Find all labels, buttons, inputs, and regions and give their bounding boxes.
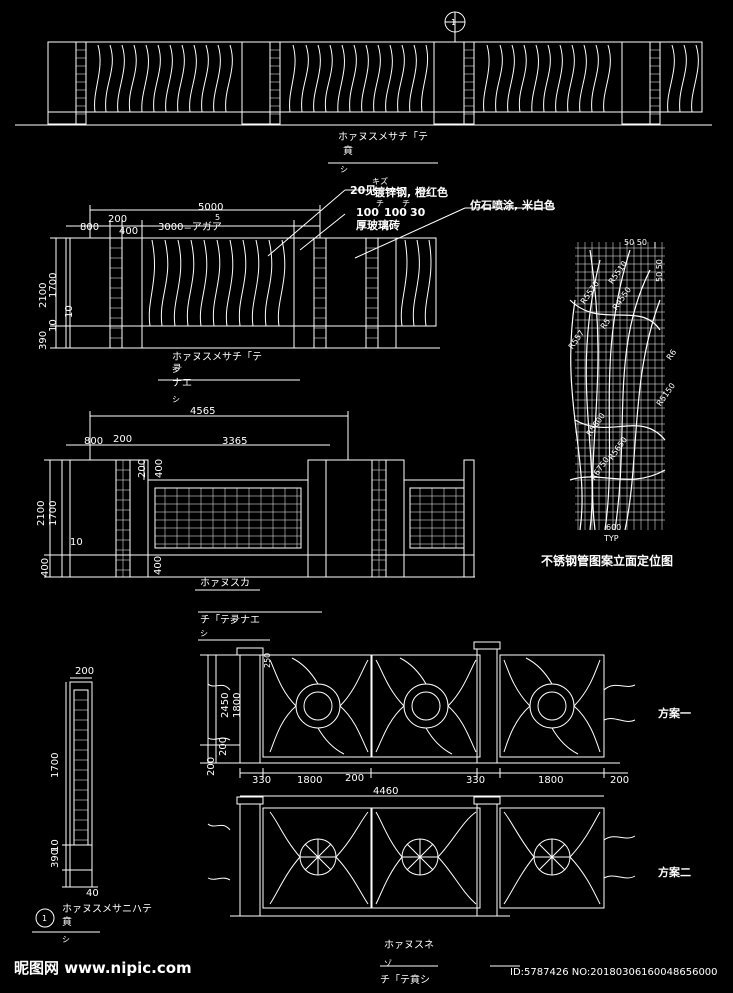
dim-5: 5 xyxy=(215,213,221,222)
section-caption: ホァヌスメサニハテ xyxy=(62,904,152,915)
gate-dim-330b: 330 xyxy=(466,775,486,786)
note-sup-chi2: チ xyxy=(402,199,410,208)
elevation-b xyxy=(44,411,475,591)
note-sup-chi1: チ xyxy=(376,199,384,208)
pattern-typ: TYP xyxy=(604,534,619,543)
dim-10: 10 xyxy=(48,319,59,332)
dim-b-400v: 400 xyxy=(154,458,165,478)
gate-dim-250: 250 xyxy=(263,652,272,668)
dim-10b: 10 xyxy=(64,305,75,318)
pattern-right-dims: 50 50 xyxy=(655,259,664,282)
note-glass-block: 厚玻璃砖 xyxy=(356,219,400,232)
section-marker-number: 1 xyxy=(42,914,48,923)
note-galvanized-steel: 镀锌钢, 橙红色 xyxy=(374,186,449,199)
gate-dim-200b: 200 xyxy=(610,775,630,786)
note-stone-paint: 仿石喷涂, 米白色 xyxy=(470,199,556,212)
gate-dim-330: 330 xyxy=(252,775,272,786)
dim-b-400: 400 xyxy=(40,557,51,577)
gate-caption-line3: チ「テ賁シ xyxy=(380,975,430,986)
section-dim-1700: 1700 xyxy=(50,752,61,778)
dim-800: 800 xyxy=(80,222,100,233)
gate-dim-200: 200 xyxy=(345,773,365,784)
dim-b-200v: 200 xyxy=(137,458,148,478)
gate-caption-line1: ホァヌスネ xyxy=(384,940,434,951)
section-dim-390: 390 xyxy=(50,848,61,868)
gate-scheme-two-label: 方案二 xyxy=(658,866,691,879)
top-elevation xyxy=(15,11,712,164)
gate-dim-200v: 200 xyxy=(218,736,229,756)
dim-4565: 4565 xyxy=(190,406,216,417)
gate-header-line1: チ「テ夛ナエ xyxy=(200,615,260,626)
elevation-a-sub2: ナエ xyxy=(172,378,192,389)
top-elevation-sub2: シ xyxy=(340,165,348,174)
section xyxy=(32,677,100,933)
section-dim-200: 200 xyxy=(75,666,95,677)
gate-caption-line2: ゾ xyxy=(384,959,392,968)
elevation-a-sub3: シ xyxy=(172,395,180,404)
section-marker-number: 1 xyxy=(451,18,457,27)
top-elevation-caption: ホァヌスメサチ「テ xyxy=(338,132,428,143)
pattern-bottom-dim: 600 xyxy=(606,523,622,532)
dim-b-10: 10 xyxy=(70,537,83,548)
section-sub2: シ xyxy=(62,935,70,944)
dim-1700: 1700 xyxy=(48,272,59,298)
note-100a: 100 xyxy=(356,206,379,219)
elevation-a-sub1: 夛 xyxy=(172,364,182,375)
elevation-a xyxy=(50,189,555,381)
section-dim-40: 40 xyxy=(86,888,99,899)
gate-scheme-one-label: 方案一 xyxy=(658,707,691,720)
watermark-site: 昵图网 www.nipic.com xyxy=(14,959,192,977)
dim-3365: 3365 xyxy=(222,436,248,447)
dim-b-1700: 1700 xyxy=(48,500,59,526)
dim-400: 400 xyxy=(119,226,139,237)
note-100b: 100 xyxy=(384,206,407,219)
gate-dim-1800b: 1800 xyxy=(538,775,564,786)
dim-3000: 3000=アガア xyxy=(158,222,222,233)
dim-200: 200 xyxy=(108,214,128,225)
dim-b-2100: 2100 xyxy=(36,500,47,526)
gate-header-line2: シ xyxy=(200,629,208,638)
dim-5000: 5000 xyxy=(198,202,224,213)
pattern-top-dims: 50 50 xyxy=(624,238,647,247)
dim-390: 390 xyxy=(38,330,49,350)
pattern-detail xyxy=(569,242,666,531)
elevation-a-caption: ホァヌスメサチ「テ xyxy=(172,352,262,363)
gate-dim-200vb: 200 xyxy=(206,756,217,776)
section-sub: 賁 xyxy=(62,917,72,928)
dim-b-400b: 400 xyxy=(153,555,164,575)
gate-dim-1800: 1800 xyxy=(297,775,323,786)
dim-b-800: 800 xyxy=(84,436,104,447)
pattern-title: 不锈钢管图案立面定位图 xyxy=(541,554,674,568)
gate-scheme-two xyxy=(207,795,636,967)
top-elevation-sub: 賁 xyxy=(343,146,353,157)
watermark-id: ID:5787426 NO:20180306160048656000 xyxy=(510,967,718,978)
gate-dim-4460: 4460 xyxy=(373,786,399,797)
note-30: 30 xyxy=(410,206,426,219)
dim-b-200: 200 xyxy=(113,434,133,445)
gate-dim-2450: 2450 xyxy=(220,692,231,718)
note-sup-kizu: キズ xyxy=(372,177,388,186)
gate-scheme-one xyxy=(198,611,636,778)
elevation-b-caption: ホァヌスカ xyxy=(200,578,250,589)
gate-dim-1800v: 1800 xyxy=(232,692,243,718)
note-20: 20见 xyxy=(350,184,377,197)
